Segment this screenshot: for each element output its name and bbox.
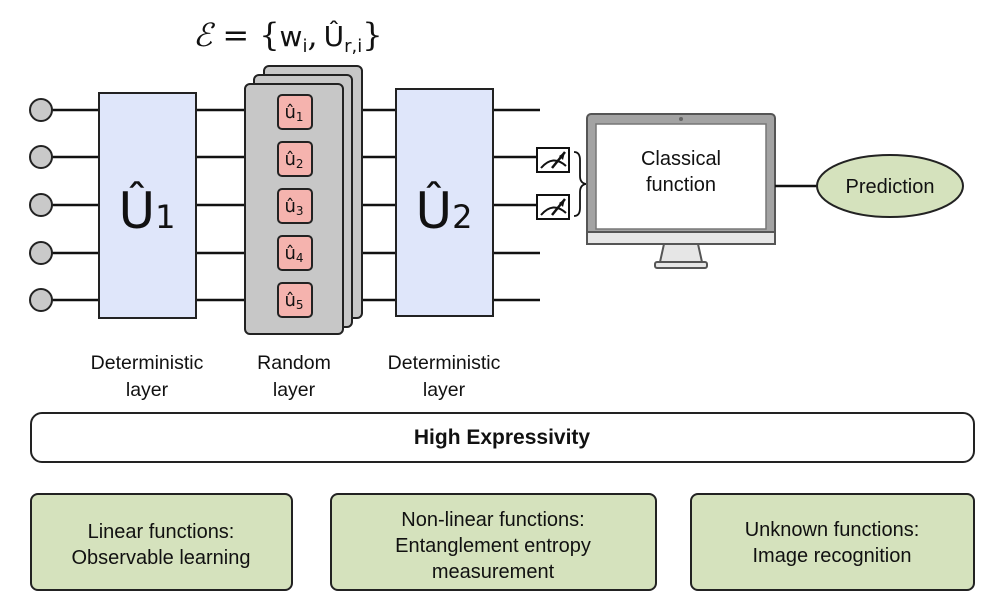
formula-close-brace: }: [362, 16, 382, 54]
application-linear-line-1: Linear functions:: [88, 521, 235, 543]
random-unit-3: û3: [277, 188, 313, 224]
qubit-circle-icon: [29, 145, 53, 169]
layer-labels: Deterministic layer Random layer Determi…: [91, 352, 501, 401]
qubit-inputs: [29, 98, 53, 312]
gate-u1-symbol: Û: [119, 181, 156, 240]
svg-text:Û2: Û2: [416, 181, 473, 240]
formula-script-e: ℰ: [193, 16, 216, 54]
random-unit-4-subscript: 4: [296, 251, 304, 265]
application-box-linear: Linear functions: Observable learning: [30, 493, 293, 591]
monitor-label-line-1: Classical: [641, 148, 721, 170]
monitor-label-line-2: function: [646, 174, 716, 196]
random-label-line-2: layer: [273, 379, 316, 401]
banner-label: High Expressivity: [414, 426, 591, 449]
monitor-screen: [595, 123, 767, 230]
gate-u2: Û2: [395, 88, 494, 317]
random-unit-4: û4: [277, 235, 313, 271]
random-unit-3-symbol: û: [284, 196, 295, 217]
svg-text:Û1: Û1: [119, 181, 176, 240]
prediction-label: Prediction: [846, 176, 935, 198]
formula-w-subscript: i: [302, 36, 307, 57]
formula-comma: ,: [307, 16, 317, 54]
application-box-unknown: Unknown functions: Image recognition: [690, 493, 975, 591]
deterministic-2-label-line-1: Deterministic: [388, 352, 501, 374]
gate-u2-subscript: 2: [452, 198, 472, 236]
meter-icon: [536, 147, 570, 173]
formula-w: w: [280, 20, 303, 53]
formula-equals: =: [222, 16, 249, 54]
random-unit-2: û2: [277, 141, 313, 177]
qubit-circle-icon: [29, 288, 53, 312]
svg-text:û4: û4: [284, 243, 303, 265]
application-nonlinear-line-2: Entanglement entropy: [395, 535, 591, 557]
monitor-icon: Classical function: [586, 113, 776, 269]
application-nonlinear-line-3: measurement: [432, 561, 555, 583]
svg-text:û2: û2: [284, 149, 303, 171]
qubit-circle-icon: [29, 98, 53, 122]
application-box-nonlinear: Non-linear functions: Entanglement entro…: [330, 493, 657, 591]
formula-u-subscript: r,i: [344, 36, 362, 57]
gate-u2-symbol: Û: [416, 181, 453, 240]
deterministic-1-label-line-1: Deterministic: [91, 352, 204, 374]
meter-icon: [536, 194, 570, 220]
random-unit-2-subscript: 2: [296, 157, 304, 171]
random-unit-4-symbol: û: [284, 243, 295, 264]
application-linear-line-2: Observable learning: [72, 547, 251, 569]
random-unit-5-subscript: 5: [296, 298, 304, 312]
random-unit-1: û1: [277, 94, 313, 130]
measurement-brace: [573, 151, 587, 217]
application-unknown-line-2: Image recognition: [753, 545, 912, 567]
random-unit-5: û5: [277, 282, 313, 318]
formula-open-brace: {: [259, 16, 279, 54]
gate-u1: Û1: [98, 92, 197, 319]
expressivity-banner: High Expressivity: [30, 412, 975, 463]
deterministic-1-label-line-2: layer: [126, 379, 169, 401]
formula-u-hat: Û: [324, 19, 345, 53]
qubit-circle-icon: [29, 241, 53, 265]
random-unit-2-symbol: û: [284, 149, 295, 170]
random-unit-5-symbol: û: [284, 290, 295, 311]
qubit-circle-icon: [29, 193, 53, 217]
application-unknown-line-1: Unknown functions:: [745, 519, 920, 541]
random-units: û1 û2 û3 û4 û5: [277, 94, 313, 318]
application-nonlinear-line-1: Non-linear functions:: [401, 509, 584, 531]
random-unit-1-subscript: 1: [296, 110, 304, 124]
svg-text:û1: û1: [284, 102, 303, 124]
deterministic-2-label-line-2: layer: [423, 379, 466, 401]
svg-text:û5: û5: [284, 290, 303, 312]
svg-text:û3: û3: [284, 196, 303, 218]
random-unit-1-symbol: û: [284, 102, 295, 123]
ensemble-formula: ℰ= {wi,Ûr,i}: [193, 16, 383, 57]
random-unit-3-subscript: 3: [296, 204, 304, 218]
gate-u1-subscript: 1: [155, 198, 175, 236]
random-label-line-1: Random: [257, 352, 331, 374]
prediction-node: Prediction: [816, 154, 964, 218]
